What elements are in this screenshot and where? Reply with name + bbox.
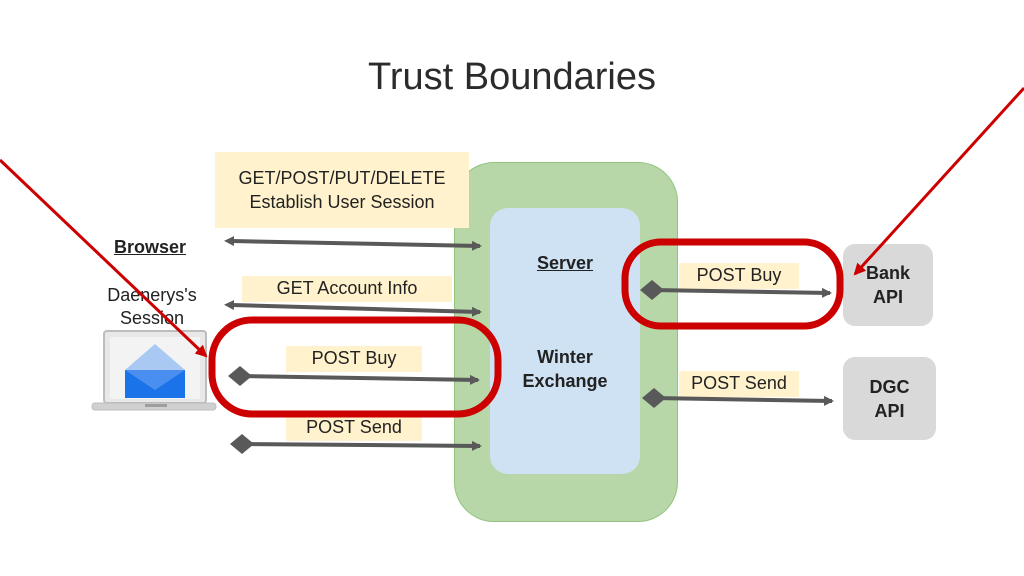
bank-api-box: Bank API — [843, 244, 933, 326]
server-app-line1: Winter — [537, 347, 593, 367]
highlight-post-buy-left — [208, 316, 502, 418]
bank-api-line2: API — [872, 287, 903, 307]
page-title: Trust Boundaries — [368, 56, 656, 98]
get-account-arrow — [224, 300, 482, 317]
post-buy-right-diamond — [640, 280, 664, 300]
rest-methods-label: GET/POST/PUT/DELETE Establish User Sessi… — [215, 152, 469, 228]
session-line2: Session — [119, 308, 185, 328]
rest-arrow — [224, 236, 482, 251]
red-pointer-left — [0, 158, 208, 358]
post-buy-right-label: POST Buy — [679, 263, 799, 289]
dgc-api-box: DGC API — [843, 357, 936, 440]
post-buy-right-arrow — [651, 287, 832, 298]
server-app-line2: Exchange — [522, 371, 608, 391]
dgc-api-line1: DGC — [869, 376, 910, 397]
post-send-left-label: POST Send — [286, 415, 422, 441]
post-send-right-arrow — [653, 395, 834, 406]
post-send-left-diamond — [230, 434, 254, 454]
server-label: Server — [536, 253, 594, 273]
post-send-right-label: POST Send — [679, 371, 799, 397]
envelope-icon — [125, 344, 185, 398]
post-buy-left-label: POST Buy — [286, 346, 422, 372]
dgc-api-line2: API — [874, 400, 905, 421]
rest-methods-line1: GET/POST/PUT/DELETE — [238, 168, 446, 188]
server-box — [490, 208, 640, 474]
post-buy-left-arrow — [239, 374, 480, 385]
rest-methods-line2: Establish User Session — [249, 192, 435, 212]
highlight-post-buy-right — [621, 238, 844, 330]
bank-api-line1: Bank — [865, 263, 910, 283]
post-buy-left-diamond — [228, 366, 252, 386]
session-line1: Daenerys's — [107, 285, 197, 305]
laptop-icon — [91, 330, 217, 411]
red-pointer-right — [853, 86, 1024, 276]
post-send-right-diamond — [642, 388, 666, 408]
browser-label: Browser — [113, 237, 187, 257]
get-account-info-label: GET Account Info — [242, 276, 452, 302]
post-send-left-arrow — [241, 440, 482, 451]
